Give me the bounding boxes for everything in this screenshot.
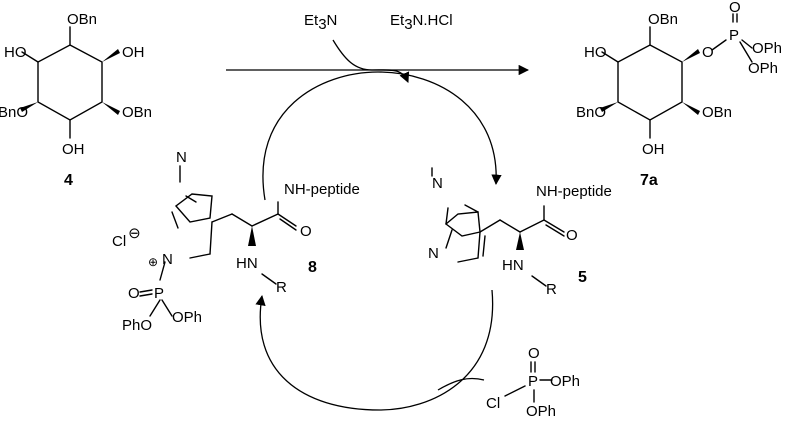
c5-carbonyl-o: O <box>566 227 578 244</box>
cycle-arc-bottom <box>255 289 494 411</box>
compound-4: OBn HO OH BnO OBn OH 4 <box>0 11 152 189</box>
c8-carbonyl-o: O <box>300 223 312 240</box>
c4-top-obn: OBn <box>67 11 97 28</box>
c8-r-group: R <box>276 279 287 296</box>
c5-r-group: R <box>546 281 557 298</box>
c7a-oph-1: OPh <box>752 40 782 57</box>
reagent-oph-2: OPh <box>526 403 556 420</box>
reagent-phosphorus: P <box>528 373 538 390</box>
label-4: 4 <box>64 172 73 189</box>
inositol-ring-4 <box>37 44 103 121</box>
imidazolium-ring-8 <box>174 193 213 223</box>
c7a-p-double-o: O <box>729 0 741 16</box>
c7a-top-obn: OBn <box>648 11 678 28</box>
reaction-arrow-group: Et3N Et3N.HCl <box>226 12 530 83</box>
c8-methyl-n: N <box>176 149 187 166</box>
compound-7a: OBn HO BnO OBn OH O P O OPh OPh 7a <box>576 0 782 189</box>
reagent-oph-1: OPh <box>550 373 580 390</box>
base-label: Et3N <box>304 12 337 33</box>
c7a-oph-2: OPh <box>748 60 778 77</box>
reagent-cl: Cl <box>486 395 500 412</box>
salt-label: Et3N.HCl <box>390 12 453 33</box>
c8-n-charge: ⊕ <box>148 255 158 269</box>
c8-phosphorus: P <box>154 285 164 302</box>
inositol-ring-7a <box>617 44 683 121</box>
c7a-phosphorus: P <box>729 27 739 44</box>
c8-oph: OPh <box>172 309 202 326</box>
c8-pho: PhO <box>122 317 152 334</box>
imidazole-ring-5 <box>444 211 481 237</box>
c5-ring-n: N <box>428 245 439 262</box>
c4-bottom-oh: OH <box>62 141 85 158</box>
c8-amine: HN <box>236 255 258 272</box>
reagent-entry-arc <box>437 377 485 391</box>
c7a-phosphate-o: O <box>702 44 714 61</box>
c7a-lower-left-bno: BnO <box>576 104 606 121</box>
label-7a: 7a <box>640 172 658 189</box>
c4-lower-right-obn: OBn <box>122 104 152 121</box>
c8-amide: NH-peptide <box>284 181 360 198</box>
c4-upper-right-oh: OH <box>122 44 145 61</box>
reagent-chlorophosphate: O P Cl OPh OPh <box>486 345 580 420</box>
c5-methyl-n: N <box>432 175 443 192</box>
c7a-bottom-oh: OH <box>642 141 665 158</box>
c4-lower-left-bno: BnO <box>0 104 28 121</box>
reagent-p-double-o: O <box>528 345 540 362</box>
c8-counterion: Cl⊖ <box>112 225 141 250</box>
c8-p-double-o: O <box>128 285 140 302</box>
c7a-upper-left-ho: HO <box>584 44 607 61</box>
label-5: 5 <box>578 269 587 286</box>
compound-8: Cl⊖ N ⊕ N NH-peptide O HN R 8 O P PhO OP… <box>112 149 360 334</box>
c4-upper-left-ho: HO <box>4 44 27 61</box>
c5-amide: NH-peptide <box>536 183 612 200</box>
compound-5: N N NH-peptide O HN R 5 <box>428 167 612 298</box>
cycle-arc-top <box>262 71 502 201</box>
c8-ring-n: N <box>162 251 173 268</box>
c7a-lower-right-obn: OBn <box>702 104 732 121</box>
label-8: 8 <box>308 259 317 276</box>
c5-amine: HN <box>502 257 524 274</box>
